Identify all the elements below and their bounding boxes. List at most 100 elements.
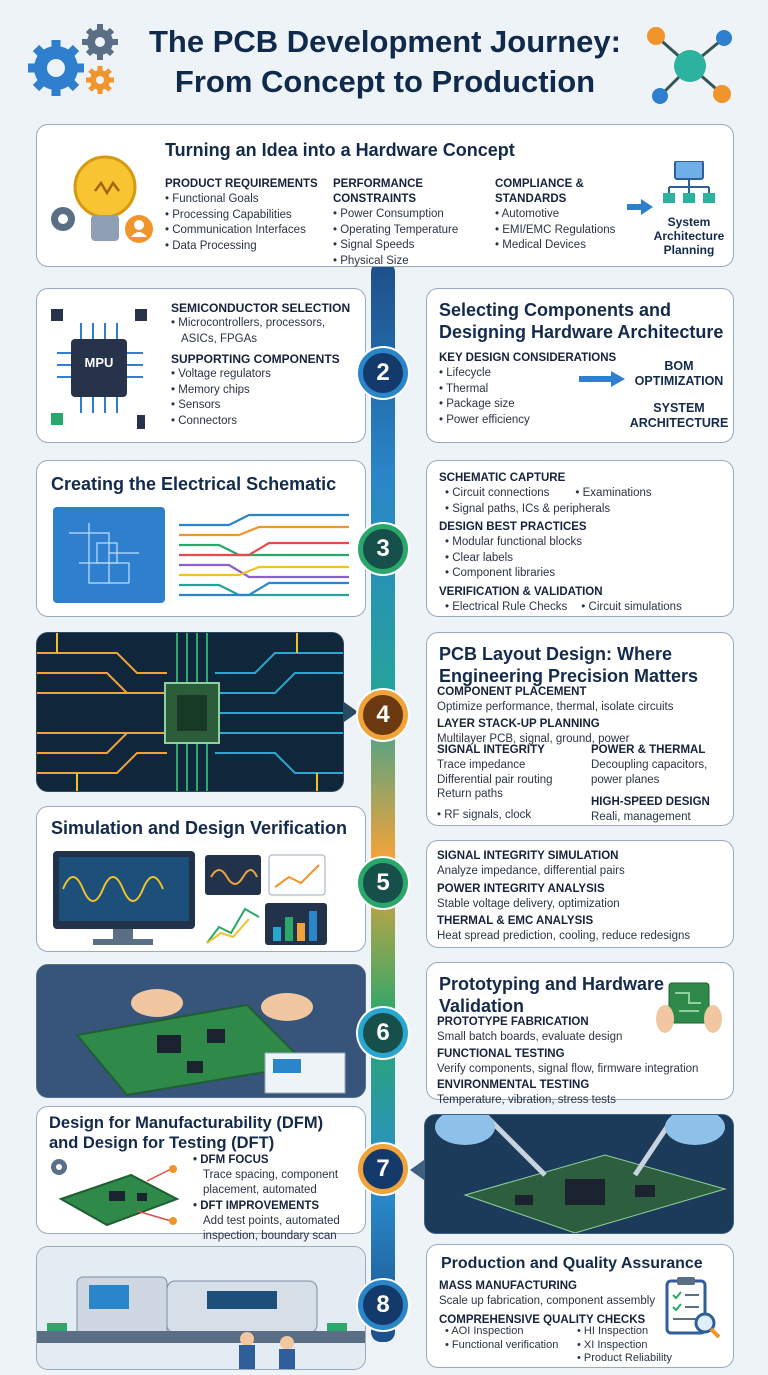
inspection-illustration xyxy=(424,1114,734,1234)
pcb-traces-icon xyxy=(37,633,343,791)
pi-analysis-text: Stable voltage delivery, optimization xyxy=(437,897,620,910)
requirements-column: PRODUCT REQUIREMENTS Functional Goals Pr… xyxy=(165,177,330,254)
quality-item: HI Inspection xyxy=(577,1325,707,1339)
prototype-assembly-icon xyxy=(37,965,365,1097)
requirement-item: Processing Capabilities xyxy=(165,208,330,224)
thermal-emc-caption: THERMAL & EMC ANALYSIS xyxy=(437,915,594,927)
architecture-label-line: System xyxy=(667,215,711,229)
stage-2-right-card: Selecting Components and Designing Hardw… xyxy=(426,288,734,443)
consideration-item: Lifecycle xyxy=(439,366,619,382)
supporting-item: Sensors xyxy=(171,398,361,414)
semiconductor-caption: SEMICONDUCTOR SELECTION xyxy=(171,301,351,315)
power-thermal-text: power planes xyxy=(591,773,660,786)
stage-4-badge: 4 xyxy=(358,690,408,740)
title-line-2: From Concept to Production xyxy=(174,64,596,99)
stage-3-right-card: SCHEMATIC CAPTURE Circuit connectionsExa… xyxy=(426,460,734,617)
consideration-item: Power efficiency xyxy=(439,413,619,429)
mass-manufacturing-text: Scale up fabrication, component assembly xyxy=(439,1295,656,1307)
practice-item: Component libraries xyxy=(445,566,729,582)
quality-item: Product Reliability xyxy=(577,1352,707,1366)
dfm-caption: DFM FOCUS xyxy=(193,1153,363,1168)
factory-line-icon xyxy=(37,1247,365,1369)
environmental-testing-text: Temperature, vibration, stress tests xyxy=(437,1094,616,1106)
architecture-label-line: Architecture xyxy=(653,229,725,243)
stage-2-heading: Selecting Components and Designing Hardw… xyxy=(439,299,723,343)
requirement-item: Functional Goals xyxy=(165,192,330,208)
stage-7-badge: 7 xyxy=(358,1144,408,1194)
stage-8-card: Production and Quality Assurance MASS MA… xyxy=(426,1244,734,1368)
gears-icon xyxy=(28,24,118,96)
architecture-label: System Architecture Planning xyxy=(641,215,737,257)
signal-integrity-text: Trace impedance xyxy=(437,759,526,771)
supporting-item: Connectors xyxy=(171,414,361,430)
architecture-diagram-icon xyxy=(663,161,715,203)
stage-1-card: Turning an Idea into a Hardware Concept … xyxy=(36,124,734,267)
quality-item: Functional verification xyxy=(445,1339,575,1353)
stage-4-heading-line: Engineering Precision Matters xyxy=(439,666,699,686)
probe-inspection-icon xyxy=(425,1115,733,1233)
system-architecture-line: ARCHITECTURE xyxy=(629,416,729,430)
quality-item: XI Inspection xyxy=(577,1339,707,1353)
quality-item: AOI Inspection xyxy=(445,1325,575,1339)
capture-item: Examinations xyxy=(575,486,652,502)
dft-text: inspection, boundary scan xyxy=(203,1229,337,1242)
thermal-emc-text: Heat spread prediction, cooling, reduce … xyxy=(437,930,691,942)
quality-list-a: AOI Inspection Functional verification xyxy=(445,1325,575,1352)
verification-item: Circuit simulations xyxy=(581,600,682,616)
considerations-block: KEY DESIGN CONSIDERATIONS Lifecycle Ther… xyxy=(439,351,619,428)
supporting-item: Memory chips xyxy=(171,383,361,399)
stage-2-left-card: MPU SEMICONDUCTOR SELECTION Microcontrol… xyxy=(36,288,366,443)
mpu-chip-icon xyxy=(51,309,147,429)
stage-6-details: PROTOTYPE FABRICATION Small batch boards… xyxy=(437,1015,731,1108)
high-speed-text: Reali, management xyxy=(591,811,691,823)
stage-4-heading: PCB Layout Design: Where Engineering Pre… xyxy=(439,643,698,687)
arrow-right-icon xyxy=(579,371,625,387)
stage-4-card: PCB Layout Design: Where Engineering Pre… xyxy=(426,632,734,826)
power-thermal-block: POWER & THERMAL Decoupling capacitors, p… xyxy=(591,743,731,825)
stage-7-heading: Design for Manufacturability (DFM) and D… xyxy=(49,1113,323,1153)
stage-6-card: Prototyping and Hardware Validation PROT… xyxy=(426,962,734,1106)
mass-manufacturing-caption: MASS MANUFACTURING xyxy=(439,1280,577,1292)
title-line-1: The PCB Development Journey: xyxy=(149,24,621,59)
stage-4-details: COMPONENT PLACEMENT Optimize performance… xyxy=(437,685,729,746)
stackup-text: Multilayer PCB, signal, ground, power xyxy=(437,732,630,745)
system-architecture-line: SYSTEM xyxy=(653,401,705,415)
stage-7-details: DFM FOCUS Trace spacing, component place… xyxy=(193,1153,363,1243)
stage-3-left-card: Creating the Electrical Schematic xyxy=(36,460,366,617)
stage-2-heading-line: Designing Hardware Architecture xyxy=(439,322,724,342)
environmental-testing-caption: ENVIRONMENTAL TESTING xyxy=(437,1079,590,1091)
stage-5-badge: 5 xyxy=(358,858,408,908)
functional-testing-text: Verify components, signal flow, firmware… xyxy=(437,1062,699,1075)
production-illustration xyxy=(36,1246,366,1370)
page-title: The PCB Development Journey: From Concep… xyxy=(120,22,650,102)
pointer-arrow-icon xyxy=(410,1160,424,1180)
consideration-item: Package size xyxy=(439,397,619,413)
stage-7-heading-line: and Design for Testing (DFT) xyxy=(49,1134,275,1152)
verification-item: Electrical Rule Checks xyxy=(445,600,567,616)
simulation-monitors-icon xyxy=(53,851,327,945)
high-speed-caption: HIGH-SPEED DESIGN xyxy=(591,796,710,808)
stage-8-details: MASS MANUFACTURING Scale up fabrication,… xyxy=(439,1279,669,1328)
bom-label-line: OPTIMIZATION xyxy=(634,374,724,388)
semiconductor-item: Microcontrollers, processors, xyxy=(171,316,361,332)
dfm-text: placement, automated xyxy=(203,1183,317,1196)
stage-6-heading: Prototyping and Hardware Validation xyxy=(439,973,664,1017)
dft-text: Add test points, automated xyxy=(203,1215,340,1227)
dfm-board-icon xyxy=(51,1159,180,1227)
compliance-caption: COMPLIANCE & STANDARDS xyxy=(495,178,584,205)
capture-item: Circuit connections xyxy=(445,486,549,502)
schematic-blueprint-icon xyxy=(53,507,349,603)
stage-3-heading: Creating the Electrical Schematic xyxy=(51,474,337,494)
practice-item: Modular functional blocks xyxy=(445,535,729,551)
supporting-caption: SUPPORTING COMPONENTS xyxy=(171,352,340,367)
semiconductor-item-cont: ASICs, FPGAs xyxy=(181,332,258,345)
stage-6-badge: 6 xyxy=(358,1008,408,1058)
dft-caption: DFT IMPROVEMENTS xyxy=(193,1199,363,1214)
system-architecture-label: SYSTEM ARCHITECTURE xyxy=(627,401,731,431)
fabrication-text: Small batch boards, evaluate design xyxy=(437,1031,623,1043)
fabrication-caption: PROTOTYPE FABRICATION xyxy=(437,1016,589,1028)
rf-item: RF signals, clock xyxy=(437,808,587,824)
verification-caption: VERIFICATION & VALIDATION xyxy=(439,585,603,598)
pointer-arrow-icon xyxy=(344,702,358,722)
stage-3-badge: 3 xyxy=(358,524,408,574)
